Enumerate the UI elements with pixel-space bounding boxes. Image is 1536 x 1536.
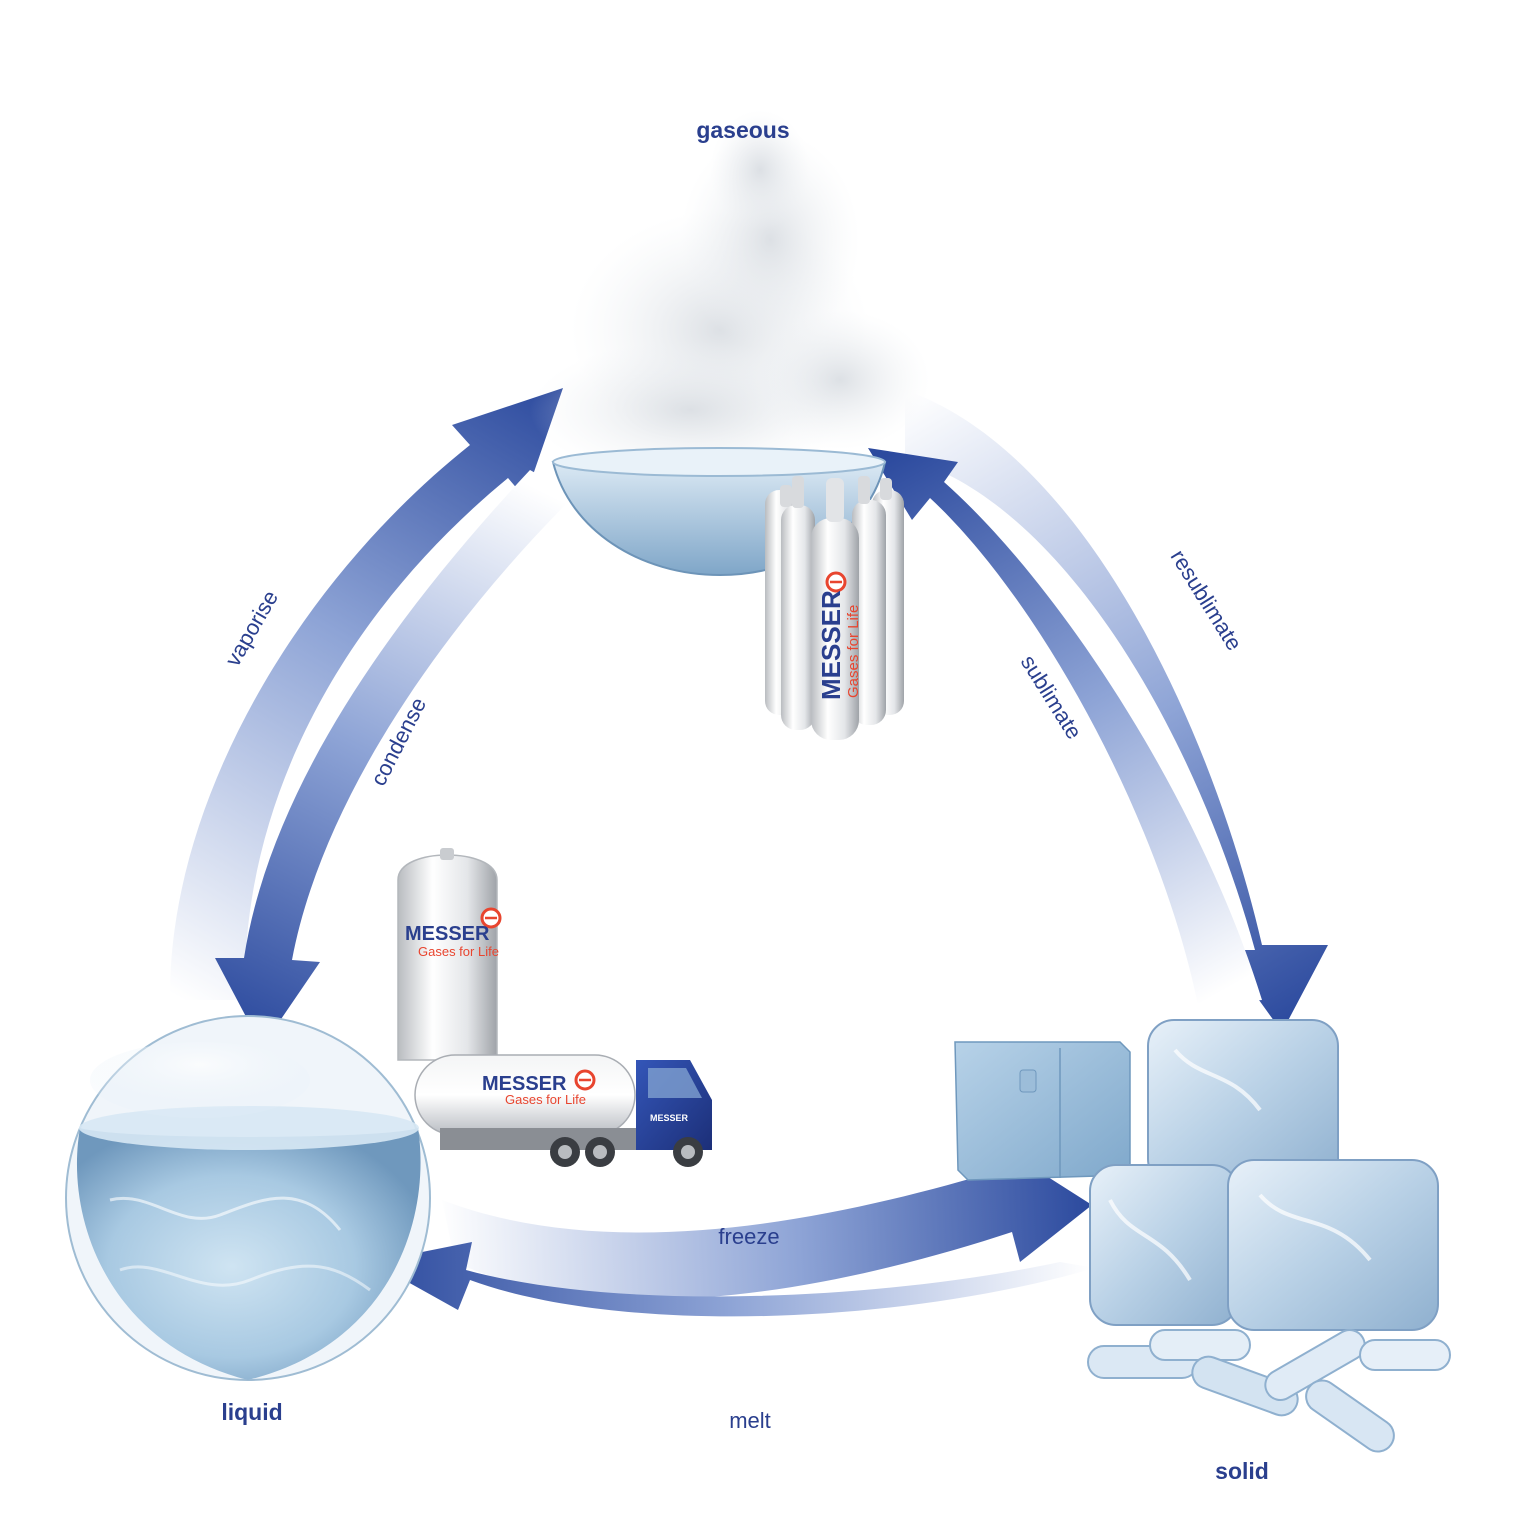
storage-tank: MESSER Gases for Life <box>397 848 502 1061</box>
cylinder-brand: MESSER <box>816 590 846 700</box>
resublimate-arrow <box>905 390 1328 1032</box>
state-label-gaseous: gaseous <box>696 117 789 143</box>
tank-tagline: Gases for Life <box>418 944 499 959</box>
state-label-liquid: liquid <box>221 1399 282 1425</box>
condense-arrow <box>215 470 575 1047</box>
process-label-freeze: freeze <box>718 1224 779 1249</box>
tank-brand: MESSER <box>405 923 490 945</box>
freeze-arrow <box>442 1142 1092 1300</box>
dry-ice-pellets <box>1087 1329 1451 1453</box>
liquid-sphere <box>65 1015 431 1381</box>
ice-cubes <box>1089 1019 1439 1331</box>
melt-arrow <box>372 1242 1095 1317</box>
vaporise-arrow <box>169 388 563 1000</box>
tanker-truck: MESSER Gases for Life MESSER <box>414 1054 712 1167</box>
state-label-solid: solid <box>1215 1458 1269 1484</box>
cab-brand: MESSER <box>650 1113 689 1123</box>
cylinder-tagline: Gases for Life <box>845 605 862 698</box>
process-label-vaporise: vaporise <box>220 586 283 671</box>
process-label-resublimate: resublimate <box>1166 545 1247 655</box>
truck-tagline: Gases for Life <box>505 1092 586 1107</box>
insulated-box <box>954 1041 1131 1181</box>
process-label-melt: melt <box>729 1408 771 1433</box>
truck-brand: MESSER <box>482 1073 567 1095</box>
gas-cylinders: MESSER Gases for Life <box>765 476 904 740</box>
steam-cloud <box>530 110 930 480</box>
sublimate-arrow <box>868 448 1262 1005</box>
